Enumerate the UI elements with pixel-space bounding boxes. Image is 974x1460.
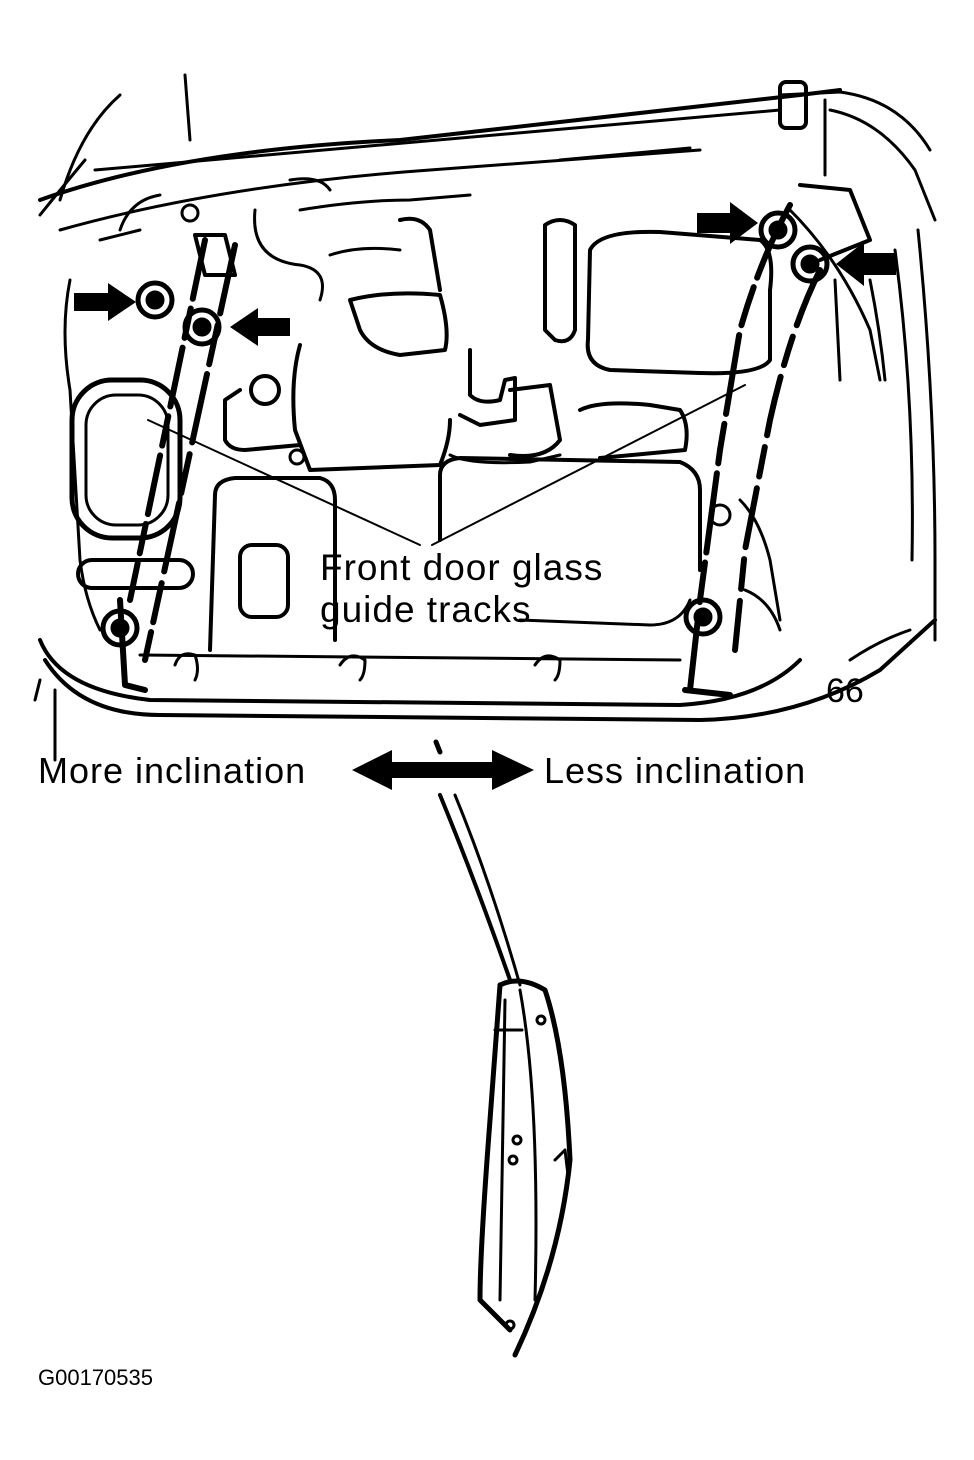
bolt-lower-right (683, 597, 723, 637)
part-mark: 66 (826, 672, 864, 710)
arrow-upper-right-outer (697, 202, 758, 244)
door-panel (33, 73, 937, 762)
bolt-upper-right-outer (758, 210, 798, 250)
callout-line-2: guide tracks (320, 589, 532, 630)
bolt-upper-right-inner (790, 244, 830, 284)
arrow-upper-left-outer (74, 283, 136, 321)
bolt-upper-left-inner (182, 307, 222, 347)
inclination-double-arrow (352, 750, 534, 790)
less-inclination-label: Less inclination (544, 750, 806, 791)
bolt-lower-left (100, 608, 140, 648)
more-inclination-label: More inclination (38, 750, 306, 791)
callout-leader-lines (147, 384, 746, 546)
arrow-upper-left-inner (230, 308, 290, 346)
door-glass-side-view (433, 739, 573, 1358)
arrow-upper-right-inner (836, 242, 896, 286)
callout-line-1: Front door glass (320, 547, 603, 588)
figure-code: G00170535 (38, 1365, 153, 1390)
bolt-upper-left-outer (135, 280, 175, 320)
